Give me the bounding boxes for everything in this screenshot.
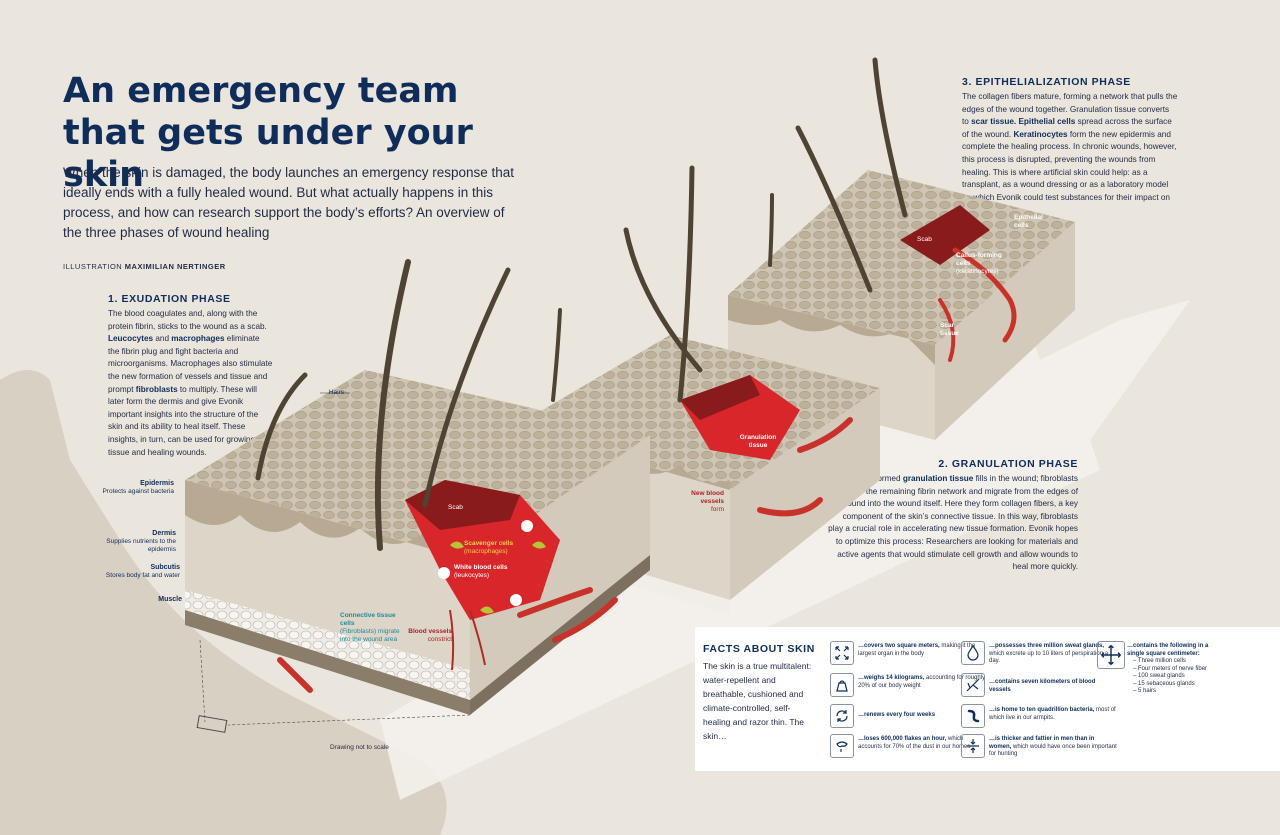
- thickness-icon: [961, 734, 985, 758]
- fact-sweat: …possesses three million sweat glands, w…: [989, 643, 1109, 664]
- weight-icon: [830, 673, 854, 697]
- fact-renew: …renews every four weeks: [858, 712, 936, 718]
- blood-vessel-icon: [961, 673, 985, 697]
- renew-cycle-icon: [830, 704, 854, 728]
- skin-block-epithelialization: [728, 170, 1075, 440]
- fact-bacteria: …is home to ten quadrillion bacteria, mo…: [989, 707, 1116, 721]
- facts-panel: FACTS ABOUT SKIN The skin is a true mult…: [695, 627, 1280, 771]
- phase3-text: The collagen fibers mature, forming a ne…: [962, 92, 1178, 214]
- phase2-heading: 2. GRANULATION PHASE: [938, 458, 1078, 470]
- bacteria-icon: [961, 704, 985, 728]
- phase2-block: 2. GRANULATION PHASE Newly formed granul…: [826, 458, 1078, 574]
- scale-note: Drawing not to scale: [330, 744, 389, 751]
- label-white-blood: White blood cells(leukocytes): [454, 564, 508, 579]
- label-connective: Connective tissue cells(Fibroblasts) mig…: [340, 612, 400, 643]
- list-item: Four meters of nerve fiber: [1133, 666, 1227, 674]
- label-muscle: Muscle: [158, 596, 182, 603]
- label-callus: Callus-forming cells(keratinocytes): [956, 252, 1002, 275]
- list-item: 5 hairs: [1133, 688, 1227, 696]
- fact-area: …covers two square meters, making it the…: [858, 643, 976, 657]
- expand-arrows-icon: [830, 641, 854, 665]
- label-scavenger: Scavenger cells(macrophages): [464, 540, 514, 555]
- square-cm-icon: [1097, 641, 1125, 669]
- phase1-heading: 1. EXUDATION PHASE: [108, 293, 231, 305]
- facts-intro: The skin is a true multitalent: water-re…: [703, 661, 812, 741]
- fact-square-cm: …contains the following in a single squa…: [1127, 643, 1227, 696]
- fact-thickness: …is thicker and fattier in men than in w…: [989, 736, 1117, 757]
- phase1-text: The blood coagulates and, along with the…: [108, 309, 273, 457]
- phase3-heading: 3. EPITHELIALIZATION PHASE: [962, 76, 1131, 88]
- fact-vessels: …contains seven kilometers of blood vess…: [989, 679, 1096, 693]
- dust-flake-icon: [830, 734, 854, 758]
- list-item: Three million cells: [1133, 658, 1227, 666]
- fact-flakes: …loses 600,000 flakes an hour, which acc…: [858, 736, 971, 750]
- phase1-block: 1. EXUDATION PHASE The blood coagulates …: [108, 293, 273, 459]
- list-item: 15 sebaceous glands: [1133, 681, 1227, 689]
- intro-text: When the skin is damaged, the body launc…: [63, 165, 515, 240]
- list-item: 100 sweat glands: [1133, 673, 1227, 681]
- hand-silhouette: [0, 370, 447, 835]
- square-cm-list: Three million cells Four meters of nerve…: [1127, 658, 1227, 696]
- fact-weight: …weighs 14 kilograms, accounting for rou…: [858, 675, 986, 689]
- skin-block-exudation: [185, 370, 650, 715]
- label-scab-3: Scab: [917, 236, 932, 243]
- page-title: An emergency team that gets under your s…: [63, 71, 473, 195]
- facts-heading: FACTS ABOUT SKIN: [703, 643, 815, 655]
- label-scar: Scar tissue: [940, 322, 959, 337]
- hairs: [255, 57, 908, 551]
- phase3-block: 3. EPITHELIALIZATION PHASE The collagen …: [962, 76, 1178, 217]
- label-hairs: Hairs: [328, 389, 344, 396]
- label-scab-1: Scab: [448, 504, 463, 511]
- label-granulation: Granulation tissue: [739, 434, 777, 449]
- label-epithelial: Epithelial cells: [1014, 214, 1043, 229]
- illustration-credit: ILLUSTRATION MAXIMILIAN NERTINGER: [63, 262, 226, 271]
- sweat-drop-icon: [961, 641, 985, 665]
